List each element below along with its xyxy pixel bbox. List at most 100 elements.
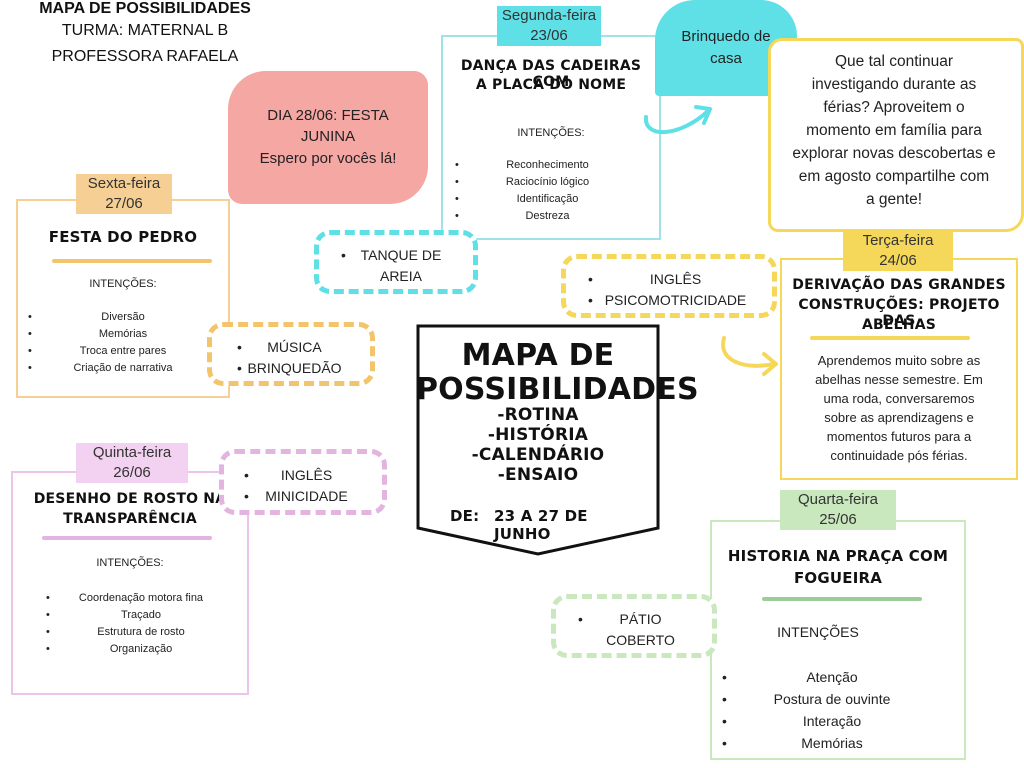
- patio-line1: PÁTIO: [619, 611, 662, 627]
- vacation-line: explorar novas descobertas e: [792, 145, 996, 162]
- vacation-note-text: Que tal continuar investigando durante a…: [772, 50, 1016, 211]
- description-line: sobre as aprendizagens e: [824, 410, 974, 425]
- description-line: momentos futuros para a: [826, 429, 972, 444]
- list-item: PÁTIO COBERTO: [578, 609, 703, 651]
- list-item: Interação: [722, 710, 942, 732]
- list-item: Organização: [46, 641, 236, 658]
- vacation-line: em agosto compartilhe com: [798, 168, 990, 185]
- sand-line2: AREIA: [379, 268, 422, 284]
- friday-date: 27/06: [105, 195, 143, 212]
- monday-intentions-title: INTENÇÕES:: [517, 127, 585, 139]
- vacation-line: investigando durante as: [811, 76, 977, 93]
- header-professora: PROFESSORA RAFAELA: [51, 48, 239, 65]
- center-title-line2: POSSIBILIDADES: [416, 372, 699, 407]
- list-item: Atenção: [722, 666, 942, 688]
- list-item: MINICIDADE: [244, 486, 369, 507]
- vacation-line: Que tal continuar: [834, 53, 954, 70]
- thursday-date: 26/06: [113, 464, 151, 481]
- list-item: PSICOMOTRICIDADE: [588, 290, 763, 311]
- center-badge: [416, 324, 660, 556]
- list-item: Estrutura de rosto: [46, 624, 236, 641]
- list-item: Reconhecimento: [455, 157, 640, 174]
- festa-note-line1: DIA 28/06: FESTA: [267, 107, 389, 124]
- list-item: Postura de ouvinte: [722, 688, 942, 710]
- tuesday-day: Terça-feira: [862, 232, 934, 249]
- vacation-line: momento em família para: [806, 122, 982, 139]
- header-title: MAPA DE POSSIBILIDADES: [39, 0, 251, 17]
- friday-title: FESTA DO PEDRO: [48, 228, 198, 246]
- thursday-intentions-list: Coordenação motora fina Traçado Estrutur…: [46, 590, 236, 658]
- friday-underline: [52, 259, 212, 263]
- list-item: Diversão: [28, 309, 218, 326]
- monday-date: 23/06: [530, 27, 568, 44]
- tuesday-title-line3: ABELHAS: [861, 317, 937, 333]
- center-date-prefix: DE:: [450, 507, 480, 525]
- curved-arrow-icon: [721, 336, 778, 376]
- tuesday-date: 24/06: [879, 252, 917, 269]
- thursday-underline: [42, 536, 212, 540]
- monday-tab: Segunda-feira 23/06: [497, 6, 601, 46]
- festa-note-line3: Espero por vocês lá!: [259, 150, 397, 167]
- list-item: BRINQUEDÃO: [237, 358, 352, 379]
- festa-note-line2: JUNINA: [300, 128, 356, 145]
- wednesday-date: 25/06: [819, 511, 857, 528]
- tuesday-title-line2: CONSTRUÇÕES: PROJETO DAS: [798, 297, 1000, 329]
- list-item: Destreza: [455, 208, 640, 225]
- center-items: -ROTINA -HISTÓRIA -CALENDÁRIO -ENSAIO: [416, 405, 660, 485]
- list-item: Memórias: [722, 732, 942, 754]
- thursday-title-line2: TRANSPARÊNCIA: [63, 511, 197, 527]
- description-line: Aprendemos muito sobre as: [817, 353, 981, 368]
- tuesday-underline: [810, 336, 970, 340]
- list-item: MÚSICA: [237, 337, 352, 358]
- brinquedo-line2: casa: [710, 50, 742, 67]
- monday-day: Segunda-feira: [501, 7, 597, 24]
- thursday-activities-pill: INGLÊS MINICIDADE: [219, 449, 387, 515]
- center-item: -CALENDÁRIO: [471, 445, 605, 465]
- friday-intentions-title: INTENÇÕES:: [89, 278, 157, 290]
- tuesday-tab: Terça-feira 24/06: [843, 231, 953, 271]
- list-item: Criação de narrativa: [28, 360, 218, 377]
- header-turma: TURMA: MATERNAL B: [61, 22, 229, 39]
- thursday-intentions-title: INTENÇÕES:: [96, 557, 164, 569]
- wednesday-intentions-list: Atenção Postura de ouvinte Interação Mem…: [722, 666, 942, 754]
- vacation-line: férias? Aproveitem o: [823, 99, 965, 116]
- list-item: TANQUE DE AREIA: [341, 245, 461, 287]
- curved-arrow-icon: [644, 105, 712, 134]
- wednesday-title-line1: HISTORIA NA PRAÇA COM: [727, 547, 949, 565]
- wednesday-underline: [762, 597, 922, 601]
- thursday-tab: Quinta-feira 26/06: [76, 443, 188, 483]
- monday-title-line2: A PLACA DO NOME: [475, 77, 627, 93]
- wednesday-title-line2: FOGUEIRA: [793, 569, 883, 587]
- tuesday-title-line1: DERIVAÇÃO DAS GRANDES: [792, 277, 1006, 293]
- list-item: Coordenação motora fina: [46, 590, 236, 607]
- brinquedo-line1: Brinquedo de: [681, 28, 771, 45]
- list-item: INGLÊS: [244, 465, 369, 486]
- list-item: Raciocínio lógico: [455, 174, 640, 191]
- friday-activities-pill: MÚSICA BRINQUEDÃO: [207, 322, 375, 386]
- thursday-day: Quinta-feira: [92, 444, 172, 461]
- festa-junina-note: DIA 28/06: FESTA JUNINA Espero por vocês…: [228, 71, 428, 204]
- description-line: continuidade pós férias.: [830, 448, 968, 463]
- friday-tab: Sexta-feira 27/06: [76, 174, 172, 214]
- wednesday-activity-pill: PÁTIO COBERTO: [551, 594, 717, 658]
- list-item: Troca entre pares: [28, 343, 218, 360]
- friday-intentions-list: Diversão Memórias Troca entre pares Cria…: [28, 309, 218, 377]
- tuesday-description: Aprendemos muito sobre as abelhas nesse …: [784, 351, 1014, 465]
- thursday-title-line1: DESENHO DE ROSTO NA: [33, 491, 227, 507]
- center-item: -ENSAIO: [497, 465, 579, 485]
- tuesday-card: [780, 258, 1018, 480]
- center-item: -ROTINA: [497, 405, 579, 425]
- list-item: Identificação: [455, 191, 640, 208]
- list-item: Traçado: [46, 607, 236, 624]
- list-item: Memórias: [28, 326, 218, 343]
- description-line: abelhas nesse semestre. Em: [815, 372, 983, 387]
- vacation-line: a gente!: [865, 191, 923, 208]
- description-line: uma roda, conversaremos: [823, 391, 975, 406]
- wednesday-day: Quarta-feira: [797, 491, 879, 508]
- wednesday-tab: Quarta-feira 25/06: [780, 490, 896, 530]
- center-title-line1: MAPA DE: [461, 338, 615, 373]
- friday-day: Sexta-feira: [87, 175, 161, 192]
- vacation-note: [768, 38, 1024, 232]
- sand-pill: TANQUE DE AREIA: [314, 230, 478, 294]
- list-item: INGLÊS: [588, 269, 763, 290]
